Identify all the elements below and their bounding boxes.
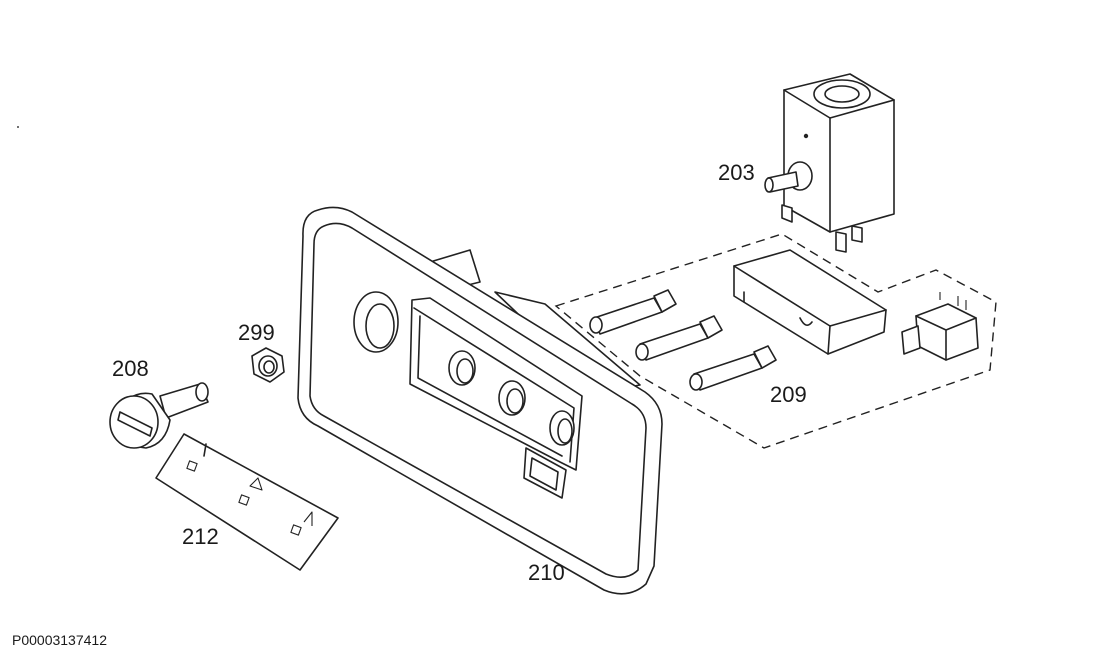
label-209: 209 — [770, 382, 807, 407]
part-299-hex-nut[interactable] — [251, 347, 285, 383]
part-203-solenoid-valve[interactable] — [764, 73, 895, 253]
label-212: 212 — [182, 524, 219, 549]
part-210-control-panel[interactable] — [297, 206, 663, 595]
label-208: 208 — [112, 356, 149, 381]
part-209-group[interactable] — [554, 233, 997, 449]
label-203: 203 — [718, 160, 755, 185]
part-212-label-sheet[interactable] — [155, 433, 339, 571]
drawing-code: P00003137412 — [12, 632, 107, 648]
stray-dot — [17, 126, 19, 128]
part-208-knob[interactable] — [109, 382, 209, 449]
label-210: 210 — [528, 560, 565, 585]
label-299: 299 — [238, 320, 275, 345]
